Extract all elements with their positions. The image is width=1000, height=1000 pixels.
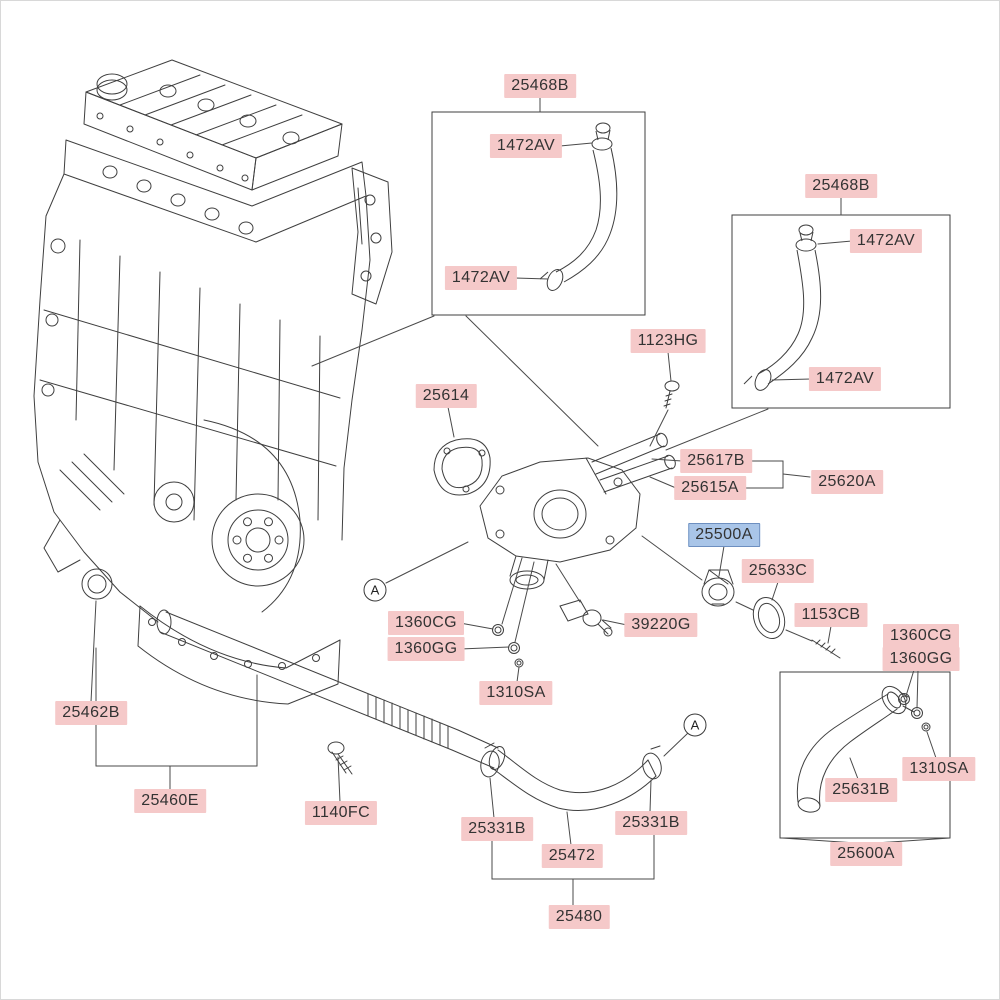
part-label-25462b-20[interactable]: 25462B bbox=[55, 701, 127, 725]
part-label-1472av-2[interactable]: 1472AV bbox=[444, 266, 518, 290]
part-label-25614-7[interactable]: 25614 bbox=[415, 384, 477, 408]
part-label-1140fc-24[interactable]: 1140FC bbox=[304, 801, 378, 825]
part-label-1472av-5[interactable]: 1472AV bbox=[808, 367, 882, 391]
part-label-25617b-8[interactable]: 25617B bbox=[680, 449, 752, 473]
part-label-1472av-1[interactable]: 1472AV bbox=[489, 134, 563, 158]
part-label-1360gg-15[interactable]: 1360GG bbox=[387, 637, 465, 661]
part-label-1310sa-21[interactable]: 1310SA bbox=[902, 757, 976, 781]
part-label-25468b-3[interactable]: 25468B bbox=[805, 174, 877, 198]
thermostat-housing-group bbox=[433, 380, 841, 668]
part-label-1360gg-18[interactable]: 1360GG bbox=[882, 647, 960, 671]
part-label-25620a-10[interactable]: 25620A bbox=[811, 470, 883, 494]
part-label-25472-27[interactable]: 25472 bbox=[541, 844, 603, 868]
part-label-25331b-26[interactable]: 25331B bbox=[615, 811, 687, 835]
water-pipe-25460e bbox=[156, 609, 506, 771]
part-label-25460e-23[interactable]: 25460E bbox=[134, 789, 206, 813]
part-label-25600a-28[interactable]: 25600A bbox=[830, 842, 902, 866]
part-label-1360cg-14[interactable]: 1360CG bbox=[388, 611, 464, 635]
part-label-25500a-11[interactable]: 25500A bbox=[688, 523, 760, 547]
hose-25472 bbox=[480, 742, 662, 811]
view-marker-a-0: A bbox=[363, 578, 387, 602]
bolt-1140fc bbox=[327, 741, 353, 775]
part-label-25631b-22[interactable]: 25631B bbox=[825, 778, 897, 802]
part-label-25480-29[interactable]: 25480 bbox=[548, 905, 610, 929]
part-label-25468b-0[interactable]: 25468B bbox=[504, 74, 576, 98]
part-label-25331b-25[interactable]: 25331B bbox=[461, 817, 533, 841]
part-label-25615a-9[interactable]: 25615A bbox=[674, 476, 746, 500]
part-label-1472av-4[interactable]: 1472AV bbox=[849, 229, 923, 253]
part-label-1360cg-17[interactable]: 1360CG bbox=[883, 624, 959, 648]
outlet-fitting-box bbox=[779, 671, 951, 839]
part-label-25633c-12[interactable]: 25633C bbox=[741, 559, 815, 583]
engine-line-art bbox=[33, 59, 393, 705]
leader-lines bbox=[90, 96, 951, 907]
part-label-1123hg-6[interactable]: 1123HG bbox=[630, 329, 706, 353]
callout-box-top-center bbox=[431, 111, 646, 316]
part-label-1310sa-19[interactable]: 1310SA bbox=[479, 681, 553, 705]
part-label-1153cb-13[interactable]: 1153CB bbox=[794, 603, 868, 627]
part-label-39220g-16[interactable]: 39220G bbox=[624, 613, 698, 637]
view-marker-a-1: A bbox=[683, 713, 707, 737]
